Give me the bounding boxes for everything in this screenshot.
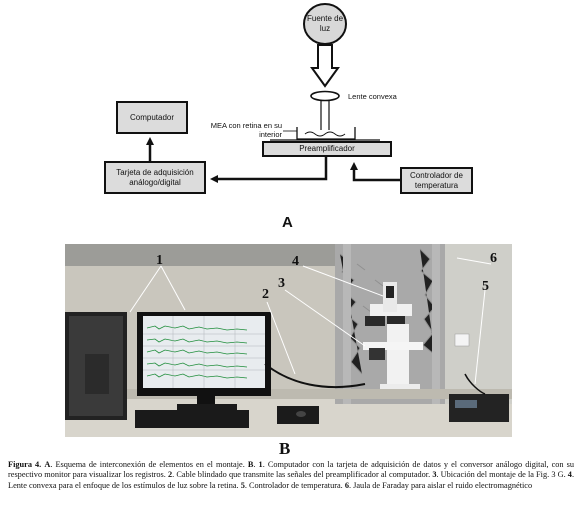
photo-label-5: 5 [482,279,489,294]
caption-num: 6 [344,480,349,490]
preamplifier-label: Preamplificador [299,144,355,153]
photo-label-4: 4 [292,254,299,269]
caption-figure-label: Figura 4. [8,460,42,469]
arrow-temp-to-preamp [350,162,400,182]
computer-label: Computador [129,112,175,122]
temperature-controller-label: Controlador de temperatura [410,170,463,190]
caption-a-label: A [44,460,51,469]
panel-b-label: B [279,439,291,458]
caption-text: . Lente convexa para el enfoque de los e… [8,470,575,490]
mea-label: MEA con retina en su interior [210,121,282,139]
caption-text: . Computador con la tarjeta de adquisici… [8,460,574,480]
photo-label-1: 1 [156,253,163,268]
mea-dish [296,127,356,140]
caption-text: . Jaula de Faraday para aislar el ruido … [349,480,533,490]
caption-text: . Controlador de temperatura. [244,480,345,490]
caption-num: 5 [240,480,245,490]
caption-b-label: B [247,460,254,469]
caption-text: . Ubicación del montaje de la Fig. 3 G. [436,470,568,480]
retina-shape [304,131,346,137]
temperature-controller-box: Controlador de temperatura [400,167,473,194]
caption-num: 3 [432,470,437,480]
caption-a-text: . Esquema de interconexión de elementos … [50,460,248,469]
panel-a-label: A [282,214,293,231]
setup-photo [65,244,512,437]
arrow-preamp-to-daq [210,157,328,183]
schematic-diagram [146,3,400,183]
daq-label: Tarjeta de adquisición análogo/digital [116,167,194,187]
photo-label-6: 6 [490,251,497,266]
preamplifier-box: Preamplificador [262,141,392,157]
caption-num: 2 [167,470,173,480]
light-source-label: Fuente de luz [306,14,344,33]
lens-shape [310,90,340,102]
photo-label-3: 3 [278,276,285,291]
caption-num: 1 [258,460,263,469]
light-arrow [310,44,340,88]
figure-caption: Figura 4. A. Esquema de interconexión de… [8,460,574,491]
caption-text: . Cable blindado que transmite las señal… [172,470,433,480]
computer-box: Computador [116,101,188,134]
daq-box: Tarjeta de adquisición análogo/digital [104,161,206,194]
caption-text: . [253,460,259,469]
photo-label-2: 2 [262,287,269,302]
caption-num: 4 [567,470,572,480]
lens-label: Lente convexa [348,92,397,101]
